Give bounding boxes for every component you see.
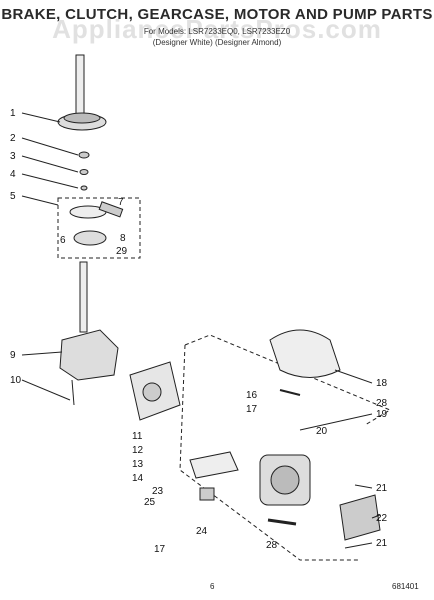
- callout-19: 19: [376, 409, 388, 420]
- callout-21: 21: [376, 483, 388, 494]
- callout-7: 7: [118, 197, 124, 208]
- callout-5: 5: [10, 191, 16, 202]
- washer-part: [78, 151, 90, 159]
- upper-shaft: [75, 54, 85, 116]
- callout-13: 13: [132, 459, 144, 470]
- callout-18: 18: [376, 378, 388, 389]
- clip-part: [80, 185, 88, 191]
- callout-28b: 28: [266, 540, 278, 551]
- bracket-part: [189, 451, 239, 479]
- pump-cover-part: [269, 329, 341, 378]
- model-line: For Models: LSR7233EQ0, LSR7233EZ0: [143, 27, 291, 36]
- lower-shaft: [79, 261, 88, 333]
- callout-8: 8: [120, 233, 126, 244]
- callout-23: 23: [152, 486, 164, 497]
- callout-20: 20: [316, 426, 328, 437]
- document-code: 681401: [392, 582, 419, 591]
- callout-17b: 17: [154, 544, 166, 555]
- callout-4: 4: [10, 169, 16, 180]
- callout-29: 29: [116, 246, 128, 257]
- callout-10: 10: [10, 375, 22, 386]
- callout-16: 16: [246, 390, 258, 401]
- callout-6: 6: [60, 235, 66, 246]
- callout-11: 11: [132, 431, 143, 442]
- clutch-assembly-box: [57, 197, 141, 259]
- callout-3: 3: [10, 151, 16, 162]
- wire-part: [71, 379, 75, 406]
- ring-part: [79, 169, 89, 175]
- callout-17: 17: [246, 404, 258, 415]
- callout-21b: 21: [376, 538, 388, 549]
- callout-25: 25: [144, 497, 156, 508]
- color-line: (Designer White) (Designer Almond): [152, 38, 282, 47]
- page-title: BRAKE, CLUTCH, GEARCASE, MOTOR AND PUMP …: [1, 6, 433, 23]
- callout-22: 22: [376, 513, 388, 524]
- callout-12: 12: [132, 445, 144, 456]
- callout-28: 28: [376, 398, 388, 409]
- page-number: 6: [210, 582, 215, 591]
- callout-9: 9: [10, 350, 16, 361]
- callout-1: 1: [10, 108, 16, 119]
- watermark-text: AppliancePartsPros.com: [52, 14, 382, 44]
- rod-part: [267, 518, 297, 526]
- callout-14: 14: [132, 473, 144, 484]
- pump-part: [339, 494, 381, 541]
- capacitor-part: [199, 487, 215, 501]
- gearcase-part: [59, 329, 119, 381]
- callout-24: 24: [196, 526, 208, 537]
- callout-2: 2: [10, 133, 16, 144]
